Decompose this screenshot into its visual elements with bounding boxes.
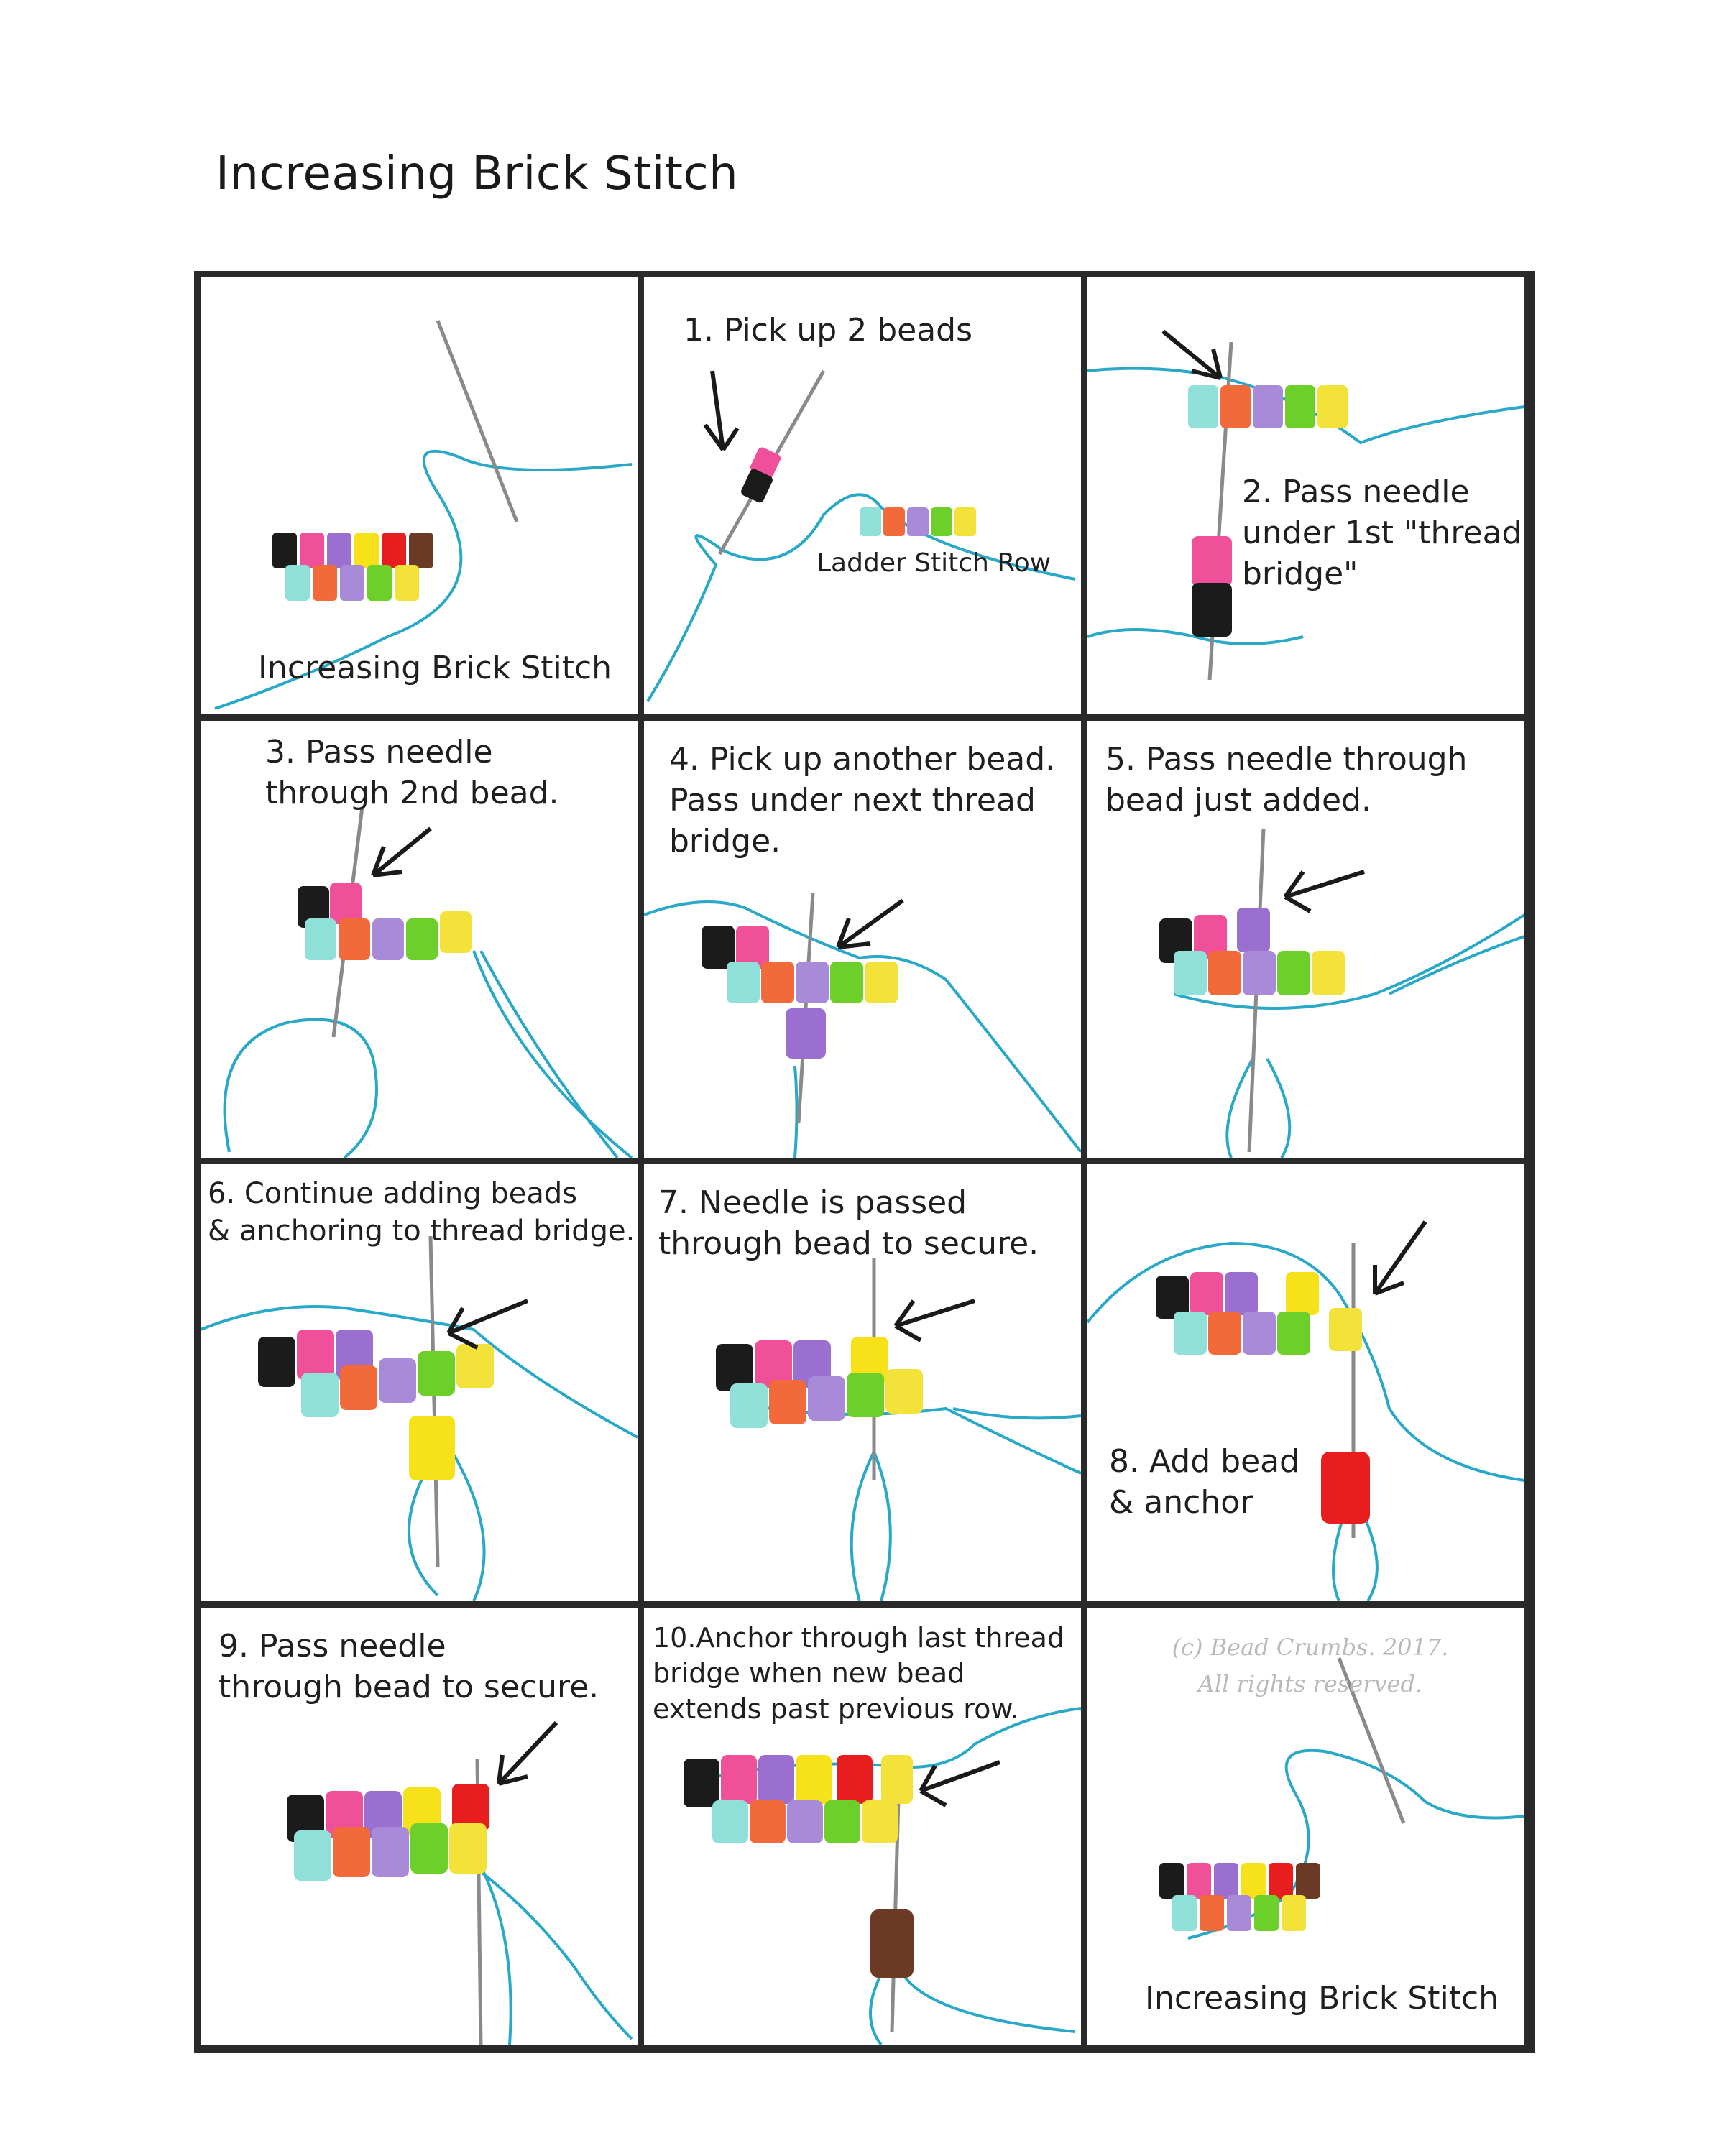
panel-step-8-label: 8. Add bead & anchor	[1109, 1443, 1300, 1521]
panel-step-9-label: 9. Pass needle through bead to secure.	[218, 1628, 599, 1706]
panel-step-9: 9. Pass needle through bead to secure.	[201, 1608, 638, 2045]
panel-outro-illustration	[1159, 1657, 1524, 1940]
panel-step-10-label: 10.Anchor through last thread bridge whe…	[653, 1622, 1065, 1725]
panel-step-1-illustration	[646, 369, 1076, 703]
panel-step-4: 4. Pick up another bead. Pass under next…	[644, 721, 1081, 1158]
panel-step-4-illustration	[644, 893, 1081, 1158]
thread	[794, 1065, 799, 1158]
panel-step-5: 5. Pass needle through bead just added.	[1087, 721, 1524, 1158]
copyright-watermark: (c) Bead Crumbs. 2017. All rights reserv…	[1172, 1634, 1449, 1698]
panel-step-8: 8. Add bead & anchor	[1087, 1164, 1524, 1601]
panel-step-4-label: 4. Pick up another bead. Pass under next…	[669, 741, 1056, 860]
bead-row-ladder	[305, 911, 472, 960]
panel-step-6-illustration	[201, 1235, 638, 1601]
bead-row-top	[1156, 1272, 1319, 1319]
thread	[201, 1305, 638, 1439]
panel-step-8-illustration	[1087, 1220, 1524, 1601]
bead-row-ladder	[1188, 385, 1348, 428]
thread	[1225, 1058, 1292, 1158]
panel-outro: (c) Bead Crumbs. 2017. All rights reserv…	[1087, 1608, 1524, 2045]
arrow-icon	[703, 370, 740, 451]
bead-row-bottom	[301, 1344, 494, 1417]
bead-row-top	[716, 1337, 888, 1391]
bead-row-bottom	[1174, 1308, 1362, 1355]
panel-step-2-label: 2. Pass needle under 1st "thread bridge"	[1242, 474, 1522, 593]
bead-row-bottom	[730, 1369, 923, 1428]
panel-outro-label: Increasing Brick Stitch	[1145, 1980, 1499, 2017]
arrow-icon	[1162, 329, 1223, 380]
panel-step-1-label: 1. Pick up 2 beads	[684, 312, 973, 349]
thread	[1087, 628, 1304, 645]
bead-row-top	[287, 1784, 489, 1842]
panel-step-2-illustration	[1087, 329, 1524, 681]
panel-step-6-label: 6. Continue adding beads & anchoring to …	[208, 1177, 635, 1248]
needle	[436, 320, 519, 522]
panel-step-7-label: 7. Needle is passed through bead to secu…	[658, 1184, 1039, 1263]
bead-row-ladder	[727, 962, 898, 1003]
panel-step-1: 1. Pick up 2 beads Ladder Stitch Row	[644, 277, 1081, 714]
ladder-stitch-row-label: Ladder Stitch Row	[816, 548, 1052, 578]
instruction-grid: Increasing Brick Stitch 1. Pick up 2 bea…	[194, 271, 1535, 2053]
bead-row-top	[1159, 1863, 1320, 1899]
panel-intro-label: Increasing Brick Stitch	[258, 650, 612, 686]
panel-step-7: 7. Needle is passed through bead to secu…	[644, 1164, 1081, 1601]
bead-row-bottom	[294, 1823, 487, 1881]
panel-step-10-illustration	[684, 1707, 1081, 2045]
page-title: Increasing Brick Stitch	[216, 147, 739, 201]
arrow-icon	[836, 898, 904, 949]
panel-intro: Increasing Brick Stitch	[201, 277, 638, 714]
panel-step-3-illustration	[223, 806, 633, 1158]
bead-row-ladder	[1174, 951, 1345, 995]
panel-step-6: 6. Continue adding beads & anchoring to …	[201, 1164, 638, 1601]
bead-row-bottom	[1172, 1895, 1306, 1931]
panel-intro-illustration	[214, 320, 632, 710]
panel-step-10: 10.Anchor through last thread bridge whe…	[644, 1608, 1081, 2045]
needle	[890, 1772, 901, 2032]
bead-row-top	[272, 533, 433, 568]
thread	[850, 1451, 892, 1601]
panel-step-7-illustration	[716, 1258, 1081, 1601]
panel-step-9-illustration	[287, 1720, 633, 2045]
panel-step-2: 2. Pass needle under 1st "thread bridge"	[1087, 277, 1524, 714]
arrow-icon	[371, 826, 432, 877]
needle	[1337, 1657, 1406, 1824]
panel-step-3-label: 3. Pass needle through 2nd bead.	[265, 734, 559, 812]
bead-row-ladder	[860, 507, 976, 536]
thread	[644, 900, 1081, 1153]
thread	[472, 1865, 633, 2045]
arrow-icon	[919, 1760, 1001, 1807]
thread	[223, 1018, 378, 1158]
bead-row-bottom	[285, 565, 419, 601]
arrow-icon	[446, 1299, 529, 1350]
needle	[428, 1235, 440, 1567]
thread	[472, 950, 633, 1158]
thread	[1087, 1241, 1524, 1482]
thread	[1173, 913, 1524, 1010]
panel-step-5-illustration	[1159, 828, 1524, 1158]
bead-row-top	[684, 1755, 913, 1807]
arrow-icon	[893, 1299, 975, 1342]
panel-step-3: 3. Pass needle through 2nd bead.	[201, 721, 638, 1158]
bead-row-bottom	[712, 1800, 898, 1843]
thread	[869, 1973, 1076, 2045]
arrow-icon	[1283, 870, 1365, 913]
arrow-icon	[497, 1720, 558, 1786]
arrow-icon	[1373, 1220, 1427, 1296]
panel-step-5-label: 5. Pass needle through bead just added.	[1105, 741, 1468, 819]
